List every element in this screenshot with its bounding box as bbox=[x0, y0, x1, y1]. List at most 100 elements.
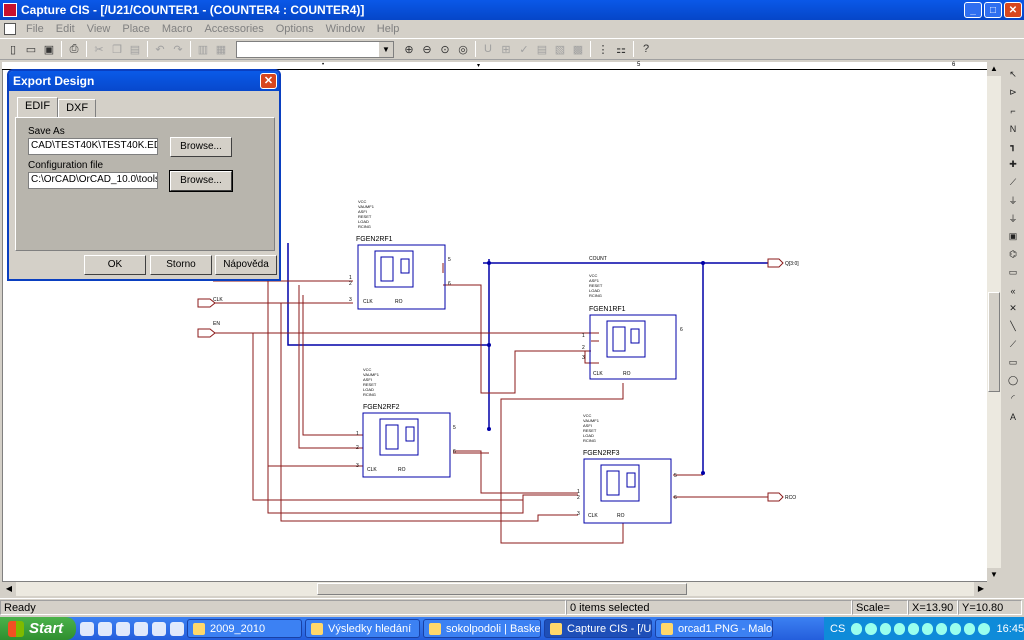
quicklaunch-icon[interactable] bbox=[152, 621, 166, 636]
no-connect-icon[interactable]: ✕ bbox=[1009, 303, 1017, 313]
quicklaunch-icon[interactable] bbox=[116, 621, 130, 636]
menu-view[interactable]: View bbox=[86, 22, 111, 35]
horizontal-scroll-thumb[interactable] bbox=[317, 583, 687, 595]
rco-port[interactable] bbox=[767, 492, 784, 502]
open-icon[interactable]: ▭ bbox=[25, 43, 37, 56]
tray-icon[interactable] bbox=[921, 622, 934, 635]
bus-entry-icon[interactable]: ⟋ bbox=[1009, 177, 1017, 187]
snap-grid-icon[interactable]: ⋮ bbox=[597, 43, 609, 56]
vertical-scroll-thumb[interactable] bbox=[988, 292, 1000, 392]
tray-icon[interactable] bbox=[964, 622, 976, 635]
text-icon[interactable]: A bbox=[1009, 411, 1016, 422]
quicklaunch-icon[interactable] bbox=[80, 621, 94, 636]
menu-help[interactable]: Help bbox=[376, 22, 400, 35]
scroll-left-icon[interactable]: ◀ bbox=[2, 582, 16, 596]
undo-icon[interactable]: ↶ bbox=[155, 43, 165, 56]
annotate-icon[interactable]: U bbox=[484, 43, 492, 55]
tray-icon[interactable] bbox=[865, 622, 877, 635]
print-icon[interactable]: ⎙ bbox=[69, 42, 79, 55]
minimize-button[interactable]: _ bbox=[964, 2, 982, 18]
task-search[interactable]: Výsledky hledání bbox=[305, 619, 420, 638]
clock[interactable]: 16:45 bbox=[996, 622, 1024, 635]
polyline-icon[interactable]: ⟋ bbox=[1009, 339, 1017, 349]
menu-options[interactable]: Options bbox=[275, 22, 314, 35]
zoom-out-icon[interactable]: ⊖ bbox=[422, 43, 432, 56]
tab-dxf[interactable]: DXF bbox=[58, 99, 97, 117]
menu-window[interactable]: Window bbox=[325, 22, 365, 35]
net-alias-icon[interactable]: N bbox=[1009, 123, 1017, 134]
hier-pin-icon[interactable]: ▭ bbox=[1008, 267, 1018, 277]
clk-port[interactable] bbox=[197, 298, 216, 308]
menu-macro[interactable]: Macro bbox=[161, 22, 193, 35]
document-icon[interactable] bbox=[4, 22, 16, 35]
zoom-all-icon[interactable]: ◎ bbox=[458, 43, 468, 56]
zoom-in-icon[interactable]: ⊕ bbox=[404, 43, 414, 56]
tray-icon[interactable] bbox=[893, 622, 905, 635]
redo-icon[interactable]: ↷ bbox=[173, 43, 183, 56]
tab-edif[interactable]: EDIF bbox=[17, 97, 59, 117]
cancel-button[interactable]: Storno bbox=[150, 255, 212, 275]
project-manager-icon[interactable]: ⚏ bbox=[616, 43, 626, 56]
netlist-icon[interactable]: ✓ bbox=[519, 43, 529, 56]
tray-icon[interactable] bbox=[879, 622, 891, 635]
cut-icon[interactable]: ✂ bbox=[94, 43, 104, 56]
horizontal-scrollbar[interactable]: ◀ ▶ bbox=[2, 582, 988, 596]
power-icon[interactable]: ⏚ bbox=[1008, 196, 1018, 206]
browse-save-as-button[interactable]: Browse... bbox=[170, 137, 232, 157]
ok-button[interactable]: OK bbox=[84, 255, 146, 275]
task-paint[interactable]: orcad1.PNG - Malování bbox=[655, 619, 773, 638]
task-firefox[interactable]: sokolpodoli | Basket ... bbox=[423, 619, 541, 638]
copy-icon[interactable]: ❐ bbox=[112, 43, 122, 56]
help-button[interactable]: Nápověda bbox=[215, 255, 277, 275]
place-wire-icon[interactable]: ⌐ bbox=[1010, 105, 1016, 116]
vertical-scrollbar[interactable]: ▲ ▼ bbox=[987, 62, 1001, 582]
config-file-field[interactable]: C:\OrCAD\OrCAD_10.0\tools\c bbox=[28, 172, 158, 189]
part-combo[interactable]: ▼ bbox=[236, 40, 394, 58]
quicklaunch-icon[interactable] bbox=[98, 621, 112, 636]
line-icon[interactable]: ╲ bbox=[1010, 321, 1016, 331]
bom-icon[interactable]: ▤ bbox=[536, 43, 548, 56]
scroll-down-icon[interactable]: ▼ bbox=[987, 568, 1001, 582]
save-icon[interactable]: ▣ bbox=[43, 43, 55, 56]
tray-icon[interactable] bbox=[936, 622, 948, 635]
place-bus-icon[interactable]: ┓ bbox=[1010, 141, 1016, 151]
crossref-icon[interactable]: ▧ bbox=[554, 43, 566, 56]
task-folder[interactable]: 2009_2010 bbox=[187, 619, 302, 638]
offpage-connector-icon[interactable]: « bbox=[1010, 285, 1016, 296]
menu-edit[interactable]: Edit bbox=[55, 22, 75, 35]
junction-icon[interactable]: ✚ bbox=[1009, 159, 1017, 169]
ellipse-icon[interactable]: ◯ bbox=[1007, 375, 1019, 385]
drc-icon[interactable]: ⊞ bbox=[501, 43, 511, 56]
menu-accessories[interactable]: Accessories bbox=[204, 22, 264, 35]
menu-place[interactable]: Place bbox=[122, 22, 150, 35]
menu-file[interactable]: File bbox=[26, 22, 44, 35]
paste-icon[interactable]: ▤ bbox=[129, 43, 141, 56]
chevron-down-icon[interactable]: ▼ bbox=[379, 41, 393, 57]
scroll-up-icon[interactable]: ▲ bbox=[987, 62, 1001, 76]
save-as-field[interactable]: CAD\TEST40K\TEST40K.EDF bbox=[28, 138, 158, 155]
rectangle-icon[interactable]: ▭ bbox=[1008, 357, 1018, 367]
start-button[interactable]: Start bbox=[0, 617, 76, 640]
q-port[interactable] bbox=[767, 258, 784, 268]
quicklaunch-icon[interactable] bbox=[134, 621, 148, 636]
close-button[interactable]: ✕ bbox=[1004, 2, 1022, 18]
hier-block-icon[interactable]: ▣ bbox=[1008, 231, 1018, 241]
select-icon[interactable]: ↖ bbox=[1009, 69, 1017, 79]
task-capture[interactable]: Capture CIS - [/U21... bbox=[544, 619, 652, 638]
tray-icon[interactable] bbox=[978, 622, 990, 635]
page-icon[interactable]: ▥ bbox=[197, 43, 209, 56]
zoom-area-icon[interactable]: ⊙ bbox=[440, 43, 450, 56]
quicklaunch-icon[interactable] bbox=[170, 621, 184, 636]
dialog-close-button[interactable]: ✕ bbox=[260, 73, 277, 89]
arc-icon[interactable]: ◜ bbox=[1011, 393, 1015, 403]
new-icon[interactable]: ▯ bbox=[9, 43, 17, 56]
place-part-icon[interactable]: ⊳ bbox=[1009, 87, 1017, 97]
scroll-right-icon[interactable]: ▶ bbox=[974, 582, 988, 596]
ground-icon[interactable]: ⏚ bbox=[1008, 214, 1018, 224]
tray-icon[interactable] bbox=[950, 622, 962, 635]
maximize-button[interactable]: □ bbox=[984, 2, 1002, 18]
browse-config-button[interactable]: Browse... bbox=[169, 170, 233, 192]
